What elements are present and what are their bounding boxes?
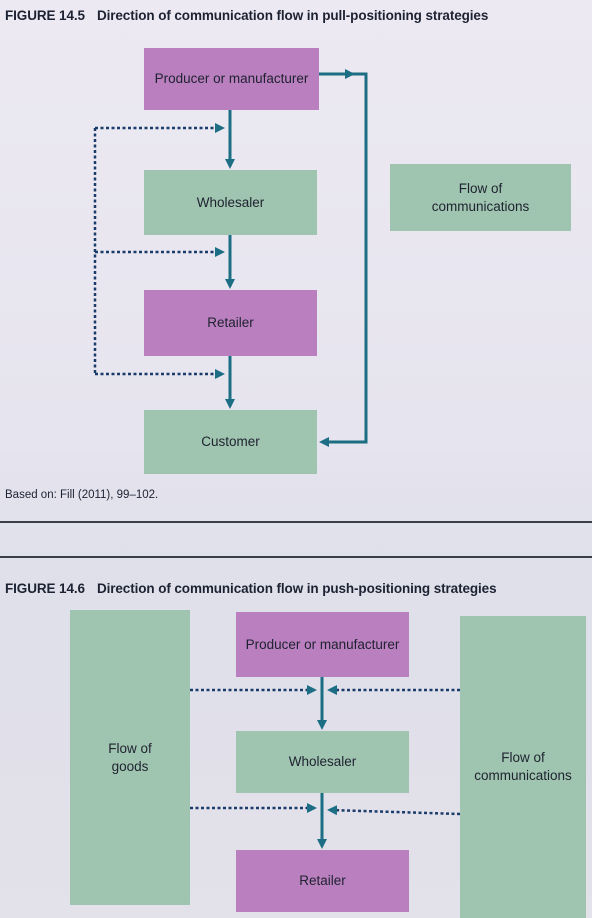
producer-box: Producer or manufacturer <box>144 48 319 110</box>
dotted-arrow-communications-to-lower-link <box>327 805 461 816</box>
figure-14-5-title: Direction of communication flow in pull-… <box>96 8 489 23</box>
figure-14-6-title: Direction of communication flow in push-… <box>96 581 497 596</box>
section-divider-lower <box>0 556 592 558</box>
figure-14-6-number: FIGURE 14.6 <box>5 581 85 596</box>
figure-14-5-number: FIGURE 14.5 <box>5 8 85 23</box>
producer-box-push: Producer or manufacturer <box>236 612 409 677</box>
flow-of-communications-box: Flow of communications <box>390 164 571 231</box>
customer-box: Customer <box>144 410 317 474</box>
figure-14-6-caption: FIGURE 14.6 Direction of communication fl… <box>5 581 497 596</box>
wholesaler-box-push: Wholesaler <box>236 731 409 793</box>
flow-of-goods-box: Flow of goods <box>70 610 190 905</box>
section-divider-upper <box>0 521 592 523</box>
figure-14-5-source: Based on: Fill (2011), 99–102. <box>5 489 159 501</box>
retailer-box: Retailer <box>144 290 317 356</box>
arrow-communication-producer-to-customer <box>319 72 368 447</box>
wholesaler-box: Wholesaler <box>144 170 317 235</box>
retailer-box-push: Retailer <box>236 850 409 912</box>
figure-14-5-caption: FIGURE 14.5 Direction of communication fl… <box>5 8 488 23</box>
flow-of-communications-box-push: Flow of communications <box>460 616 586 918</box>
